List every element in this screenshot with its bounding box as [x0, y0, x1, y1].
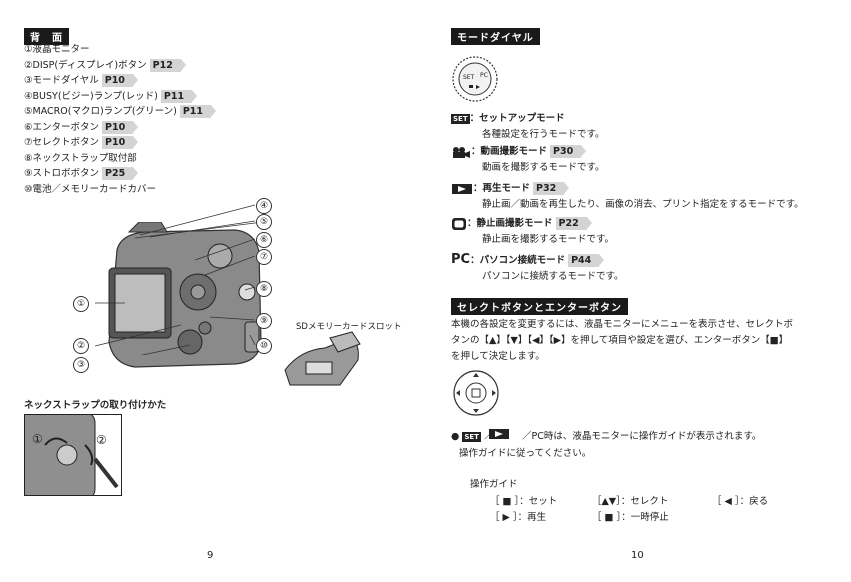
rear-part-item: ④BUSY(ビジー)ランプ(レッド)P11 [24, 89, 198, 104]
play-mode-icon [489, 429, 509, 439]
callout-10: ⑩ [256, 338, 272, 354]
mode-description: 静止画／動画を再生したり、画像の消去、プリント指定をするモードです。 [482, 199, 804, 210]
rear-part-label: ⑥エンターボタン [24, 121, 100, 133]
rear-part-item: ①液晶モニター [24, 42, 90, 57]
mode-title: ：再生モード [473, 183, 531, 194]
rear-header: 背 面 [24, 28, 69, 45]
dial-label-set: SET [463, 74, 475, 81]
mode-dial-header: モードダイヤル [451, 28, 540, 45]
guide-entry: ［ ◀ ］：戻る [712, 496, 769, 507]
page-ref-badge: P32 [533, 182, 570, 195]
page-ref-badge: P10 [101, 74, 139, 87]
callout-3: ③ [73, 357, 89, 373]
sd-slot-illustration [284, 331, 361, 386]
select-enter-button-icon [453, 370, 499, 416]
strap-callout-2: ② [96, 433, 107, 447]
guide-note-line-2: 操作ガイドに従ってください。 [459, 448, 592, 459]
callout-9: ⑨ [256, 313, 272, 329]
callout-8: ⑧ [256, 281, 272, 297]
mode-title: ：パソコン接続モード [470, 255, 566, 266]
callout-2: ② [73, 338, 89, 354]
mode-description: 動画を撮影するモードです。 [482, 162, 605, 173]
rear-part-item: ⑧ネックストラップ取付部 [24, 151, 137, 166]
strap-illustration [24, 414, 122, 496]
mode-description: 静止画を撮影するモードです。 [482, 234, 615, 245]
rear-part-label: ⑩電池／メモリーカードカバー [24, 183, 157, 195]
movie-mode-icon [453, 146, 470, 158]
play-mode-icon [452, 183, 472, 194]
rear-part-label: ①液晶モニター [24, 44, 90, 55]
rear-part-item: ⑤MACRO(マクロ)ランプ(グリーン)P11 [24, 104, 217, 119]
dial-label-pc: PC [480, 72, 488, 79]
rear-part-label: ⑤MACRO(マクロ)ランプ(グリーン) [24, 106, 177, 117]
mode-row: SET：セットアップモード [451, 110, 565, 124]
camera-mode-icon [452, 217, 466, 230]
mode-title: ：セットアップモード [469, 113, 565, 124]
page-ref-badge: P44 [568, 254, 605, 267]
guide-note-line-1: ● SET ／ ／PC時は、液晶モニターに操作ガイドが表示されます。 [451, 431, 762, 442]
rear-part-item: ⑩電池／メモリーカードカバー [24, 182, 156, 197]
rear-part-label: ②DISP(ディスプレイ)ボタン [24, 59, 147, 71]
callout-4: ④ [256, 198, 272, 214]
rear-part-label: ⑧ネックストラップ取付部 [24, 152, 137, 164]
guide-entry: ［ ▶ ］：再生 [490, 512, 547, 523]
mode-title: ：静止画撮影モード [467, 218, 553, 229]
callout-7: ⑦ [256, 249, 272, 265]
pc-mode-icon: PC [451, 252, 471, 267]
guide-title: 操作ガイド [470, 479, 518, 490]
rear-part-label: ⑦セレクトボタン [24, 137, 100, 148]
mode-description: パソコンに接続するモードです。 [482, 271, 624, 282]
callout-5: ⑤ [256, 214, 272, 230]
page-ref-badge: P12 [149, 58, 187, 72]
strap-callout-1: ① [32, 432, 43, 446]
page-ref-badge: P10 [102, 120, 139, 134]
page-ref-badge: P25 [102, 167, 139, 180]
select-desc-line-1: 本機の各設定を変更するには、液晶モニターにメニューを表示させ、セレクトボ [451, 319, 794, 330]
select-enter-header: セレクトボタンとエンターボタン [451, 298, 628, 315]
callout-leader-lines [95, 204, 256, 355]
rear-part-label: ③モードダイヤル [24, 75, 99, 86]
rear-part-label: ④BUSY(ビジー)ランプ(レッド) [24, 90, 158, 102]
strap-title: ネックストラップの取り付けかた [24, 400, 167, 411]
page-ref-badge: P10 [102, 136, 139, 149]
mode-description: 各種設定を行うモードです。 [482, 129, 605, 140]
mode-title: ：動画撮影モード [471, 146, 548, 157]
select-desc-line-3: を押して決定します。 [451, 351, 545, 362]
page-number-right: 10 [631, 550, 644, 561]
rear-part-label: ⑨ストロボボタン [24, 168, 100, 179]
mode-dial-icon: SET PC [452, 56, 498, 102]
set-mode-icon: SET [451, 114, 470, 124]
sd-slot-label: SDメモリーカードスロット [296, 322, 402, 332]
page-ref-badge: P22 [555, 217, 592, 230]
guide-entry: ［▲▼］：セレクト [592, 496, 669, 507]
page-ref-badge: P11 [160, 89, 198, 103]
page-number-left: 9 [207, 550, 214, 561]
callout-1: ① [73, 296, 89, 312]
set-mode-icon: SET [462, 432, 481, 442]
callout-6: ⑥ [256, 232, 272, 248]
page-ref-badge: P30 [550, 145, 587, 158]
page-ref-badge: P11 [179, 105, 217, 118]
guide-entry: ［ ■ ］：セット [490, 496, 558, 507]
select-desc-line-2: タンの【▲】【▼】【◀】【▶】を押して項目や設定を選び、エンターボタン【■】 [451, 335, 789, 346]
guide-entry: ［ ■ ］：一時停止 [592, 512, 669, 523]
